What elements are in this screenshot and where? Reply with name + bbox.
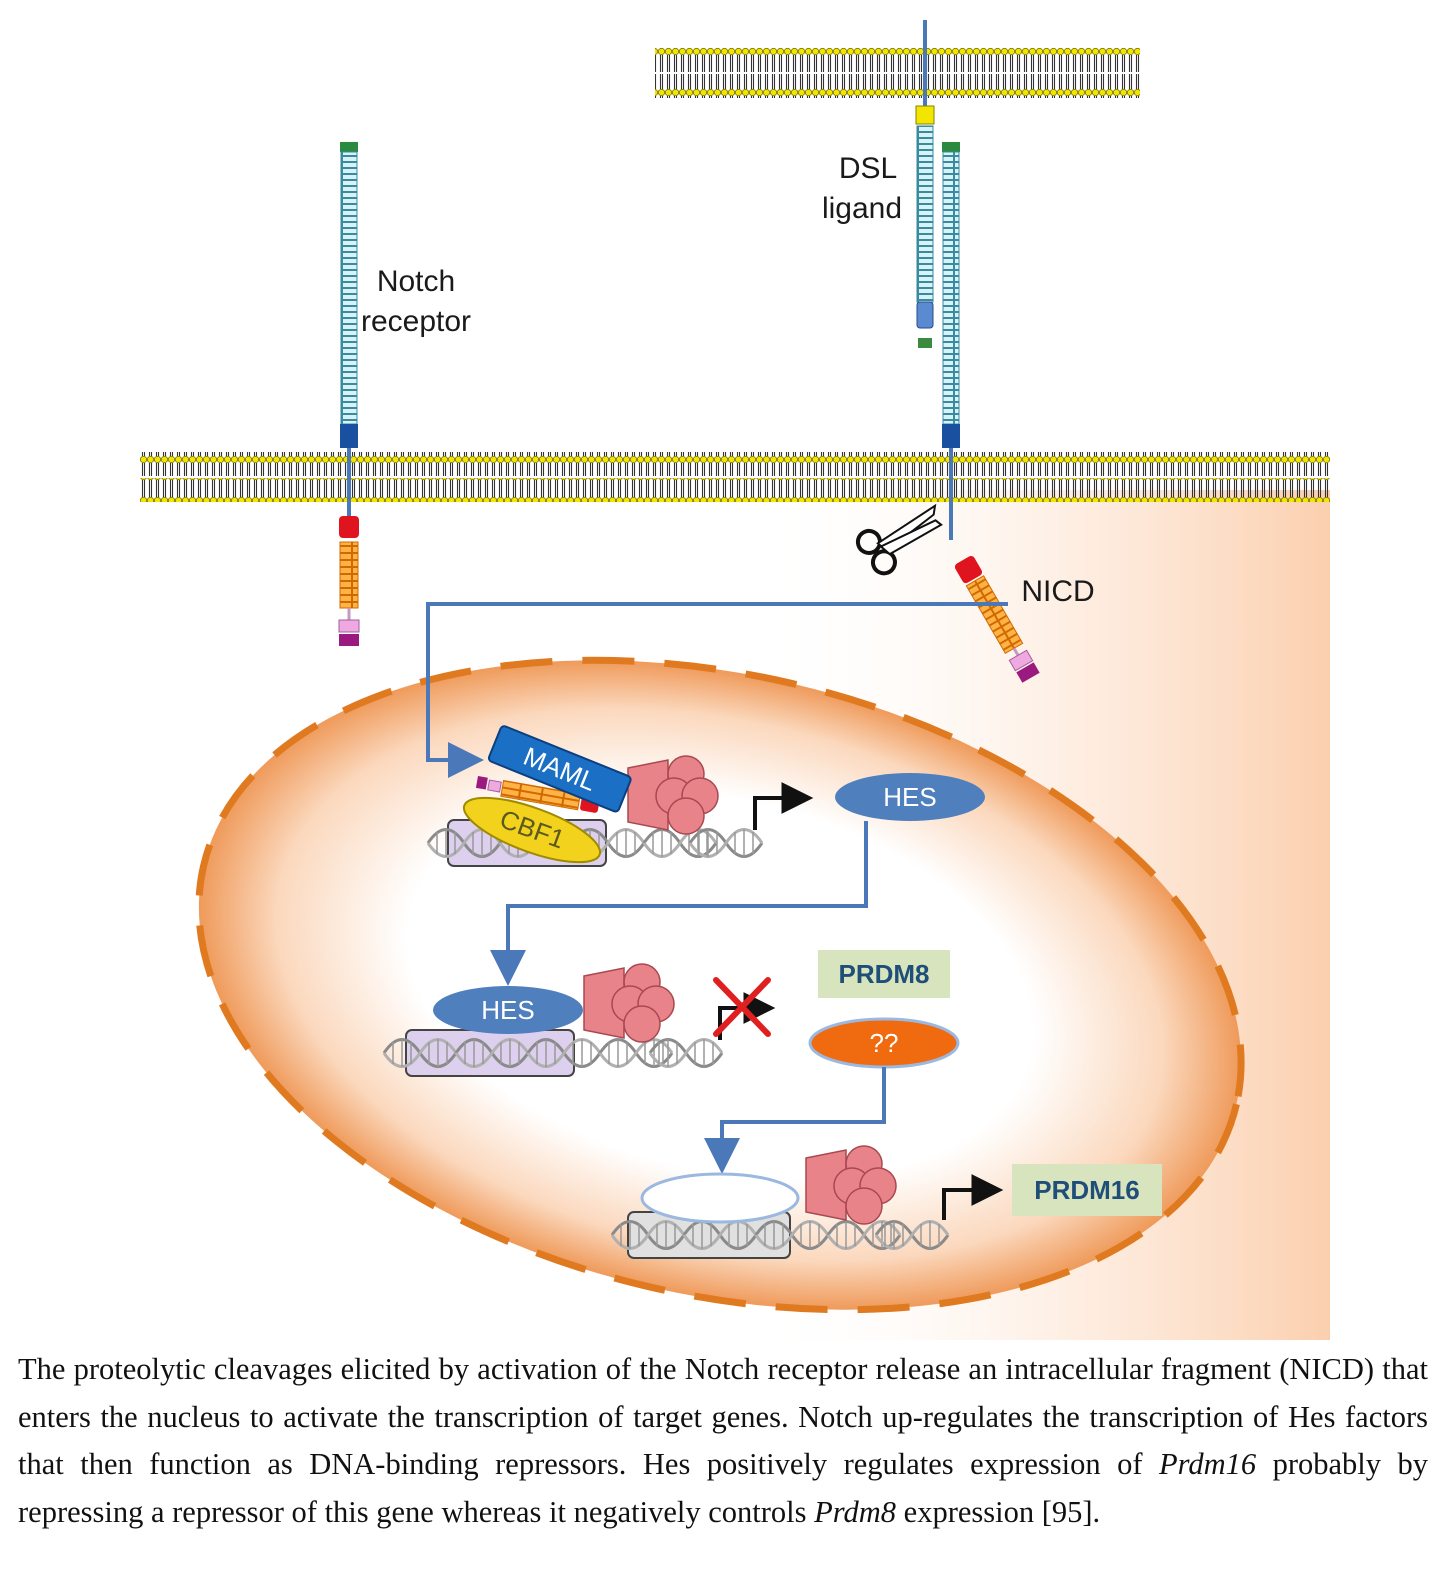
repressor-arrow — [704, 1067, 886, 1174]
hes-product-label: HES — [883, 782, 936, 812]
dsl-ligand — [915, 20, 935, 348]
caption-gene-prdm8: Prdm8 — [814, 1494, 897, 1529]
dsl-ligand-label-line1: DSL — [839, 152, 897, 185]
nicd-fragment — [954, 555, 1040, 683]
hes-bound-label: HES — [481, 995, 534, 1025]
caption-text-2: probably by repressing a repressor of th… — [18, 1447, 1428, 1529]
prdm8-gene-locus: HES — [382, 963, 776, 1077]
transcription-arrow-icon — [942, 1174, 1004, 1220]
nicd-translocation-arrow — [426, 602, 1008, 778]
receiving-cell-membrane — [140, 452, 1330, 502]
notch-receptor — [338, 142, 360, 646]
prdm16-gene-locus — [610, 1145, 1004, 1259]
unknown-repressor-label: ?? — [870, 1028, 899, 1058]
prdm8-gene-product: PRDM8 — [818, 950, 950, 998]
transcription-arrow-icon — [753, 782, 814, 830]
signal-cell-membrane — [655, 48, 1140, 98]
notch-receptor-label-line2: receptor — [361, 305, 471, 338]
hes-repressor-bound — [433, 986, 583, 1034]
caption-text-1: The proteolytic cleavages elicited by ac… — [18, 1352, 1428, 1481]
figure-caption: The proteolytic cleavages elicited by ac… — [18, 1346, 1428, 1536]
cbf1-protein — [462, 796, 602, 864]
block-cross-icon — [713, 977, 771, 1037]
scissors-icon — [855, 503, 943, 576]
prdm16-gene-product: PRDM16 — [1012, 1164, 1162, 1216]
caption-text-3: expression [95]. — [896, 1494, 1101, 1529]
hes-protein-product: HES — [835, 773, 985, 821]
activated-notch-receptor — [942, 142, 960, 540]
prdm8-label: PRDM8 — [838, 959, 929, 989]
empty-repressor-site — [640, 1172, 800, 1224]
notch-signaling-diagram: CBF1 MAML HES HES — [140, 20, 1330, 1340]
dsl-ligand-label-line2: ligand — [822, 192, 902, 225]
notch-receptor-label-line1: Notch — [377, 265, 455, 298]
caption-gene-prdm16: Prdm16 — [1158, 1447, 1257, 1481]
unknown-repressor: ?? — [808, 1017, 960, 1069]
hes-binding-arrow — [490, 821, 868, 986]
prdm16-label: PRDM16 — [1034, 1175, 1139, 1205]
nicd-label: NICD — [1021, 575, 1094, 608]
hes-gene-locus: CBF1 MAML — [426, 725, 814, 867]
